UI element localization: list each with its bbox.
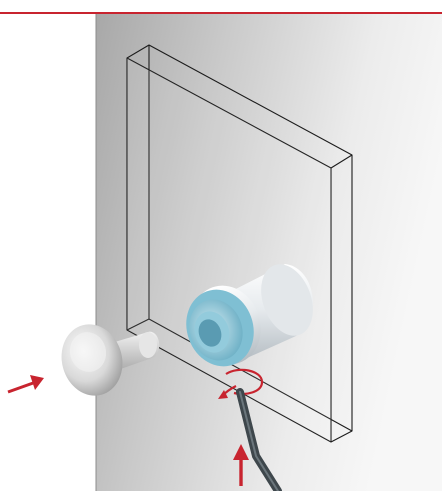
- glass-tint: [127, 58, 331, 442]
- wall-panel: [96, 14, 442, 491]
- insert-arrow: [233, 444, 249, 486]
- push-arrow: [7, 375, 44, 394]
- glass-pane: [126, 44, 353, 443]
- metal-sleeve: [186, 264, 313, 367]
- screwdriver-tool: [236, 388, 282, 491]
- rotation-arrow: [218, 368, 264, 399]
- cap-knob: [61, 324, 160, 396]
- top-rule: [0, 12, 442, 14]
